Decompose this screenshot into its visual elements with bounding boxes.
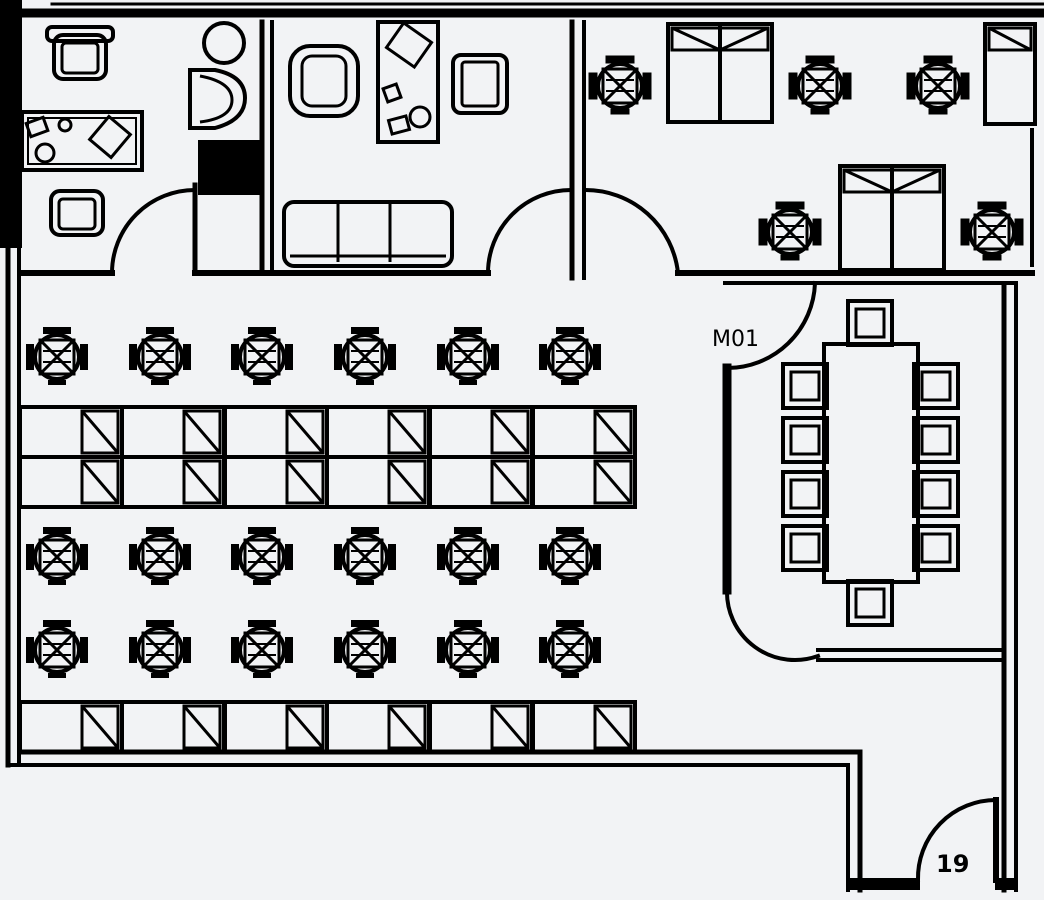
conference-table xyxy=(822,342,920,584)
office-3-furniture xyxy=(587,22,1037,272)
workstation-chairs-row-2 xyxy=(24,525,603,587)
office-1-furniture xyxy=(20,21,260,237)
workstation-desks-row-2 xyxy=(18,700,637,754)
entrance-number-label: 19 xyxy=(936,850,969,878)
office-2-furniture xyxy=(282,20,509,268)
conference-chairs xyxy=(781,299,960,627)
workstation-chairs-row-1 xyxy=(24,325,603,387)
workstation-desks-row-1 xyxy=(18,405,637,509)
workstation-chairs-row-3 xyxy=(24,618,603,680)
meeting-room-label: M01 xyxy=(712,327,759,352)
